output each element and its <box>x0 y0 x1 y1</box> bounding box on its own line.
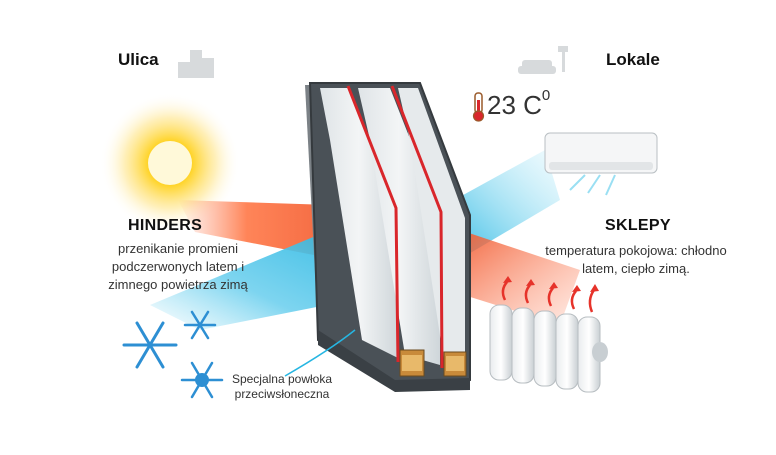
hinders-line-2: podczerwonych latem i <box>111 259 245 274</box>
coating-label: Specjalna powłoka przeciwsłoneczna <box>222 372 342 402</box>
radiator-icon <box>489 304 608 393</box>
buildings-icon <box>178 50 214 78</box>
sklepy-title: SKLEPY <box>605 217 671 234</box>
sofa-icon <box>518 46 568 74</box>
hinders-line-1: przenikanie promieni <box>118 241 238 256</box>
temperature-readout: 23 C0 <box>487 87 551 121</box>
sun-icon <box>100 93 240 233</box>
hinders-line-3: zimnego powietrza zimą <box>108 277 248 292</box>
hinders-description: przenikanie promieni podczerwonych latem… <box>78 240 278 294</box>
sklepy-line-2: latem, ciepło zimą. <box>582 261 690 276</box>
sklepy-description: temperatura pokojowa: chłodno latem, cie… <box>526 242 746 278</box>
coating-line-1: Specjalna powłoka <box>231 372 333 386</box>
sklepy-line-1: temperatura pokojowa: chłodno <box>545 243 727 258</box>
hinders-title: HINDERS <box>128 217 203 234</box>
temperature-degree: 0 <box>541 87 551 105</box>
cold-beam-right <box>445 150 560 262</box>
air-conditioner-icon <box>544 132 658 196</box>
thermometer-icon <box>472 92 485 122</box>
temperature-value: 23 C <box>487 90 542 120</box>
cold-beam-left <box>150 230 352 330</box>
warm-beam-right <box>445 225 580 325</box>
heat-arrow-icon <box>501 281 596 313</box>
street-label: Ulica <box>118 50 159 69</box>
coating-pointer <box>284 329 356 377</box>
room-label: Lokale <box>606 50 660 69</box>
coating-line-2: przeciwsłoneczna <box>234 387 330 401</box>
window-profile <box>305 82 471 392</box>
